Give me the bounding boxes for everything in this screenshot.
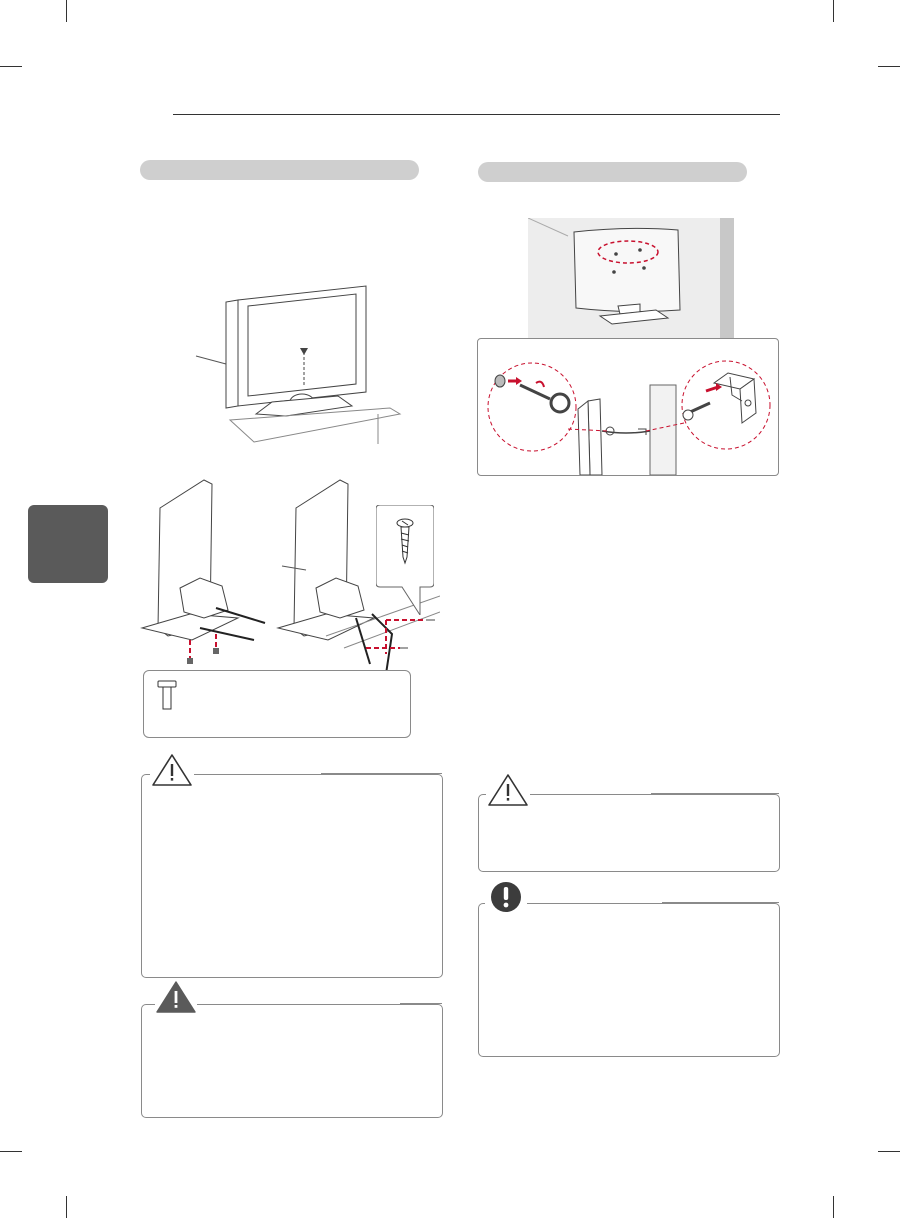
crop-mark-tl-h xyxy=(0,66,22,67)
crop-mark-tr-h xyxy=(878,66,900,67)
crop-mark-br-v xyxy=(833,1196,834,1218)
chapter-side-tab xyxy=(28,505,108,583)
left-caution-box xyxy=(141,774,443,978)
bracket-detail-panel xyxy=(477,338,779,476)
machine-screw-icon xyxy=(157,680,177,710)
crop-mark-bl-h xyxy=(0,1151,22,1152)
eye-bolt-bracket-illustration xyxy=(487,360,771,475)
exclamation-circle-icon xyxy=(485,880,527,914)
wood-screw-callout xyxy=(376,505,434,615)
cable-tie-stand-illustration xyxy=(140,479,440,675)
right-caution-title-line xyxy=(651,793,779,794)
crop-mark-br-h xyxy=(878,1151,900,1152)
warning-triangle-filled-icon xyxy=(155,980,197,1014)
right-note-box xyxy=(478,903,780,1057)
left-section-heading xyxy=(140,160,419,180)
crop-mark-tl-v xyxy=(66,0,67,22)
tv-wall-mount-illustration xyxy=(528,218,734,338)
left-caution-title-line xyxy=(321,773,442,774)
right-section-heading xyxy=(478,162,747,182)
caution-triangle-outline-icon xyxy=(486,772,530,808)
right-note-title-line xyxy=(662,902,779,903)
crop-mark-tr-v xyxy=(833,0,834,22)
caution-triangle-outline-icon xyxy=(150,752,194,788)
left-warning-box xyxy=(141,1004,443,1118)
screw-callout-box xyxy=(143,670,411,738)
header-rule xyxy=(173,114,780,115)
leader-line xyxy=(195,355,227,365)
tv-stand-screw-illustration xyxy=(195,285,402,444)
left-warning-title-line xyxy=(400,1003,442,1004)
crop-mark-bl-v xyxy=(66,1196,67,1218)
